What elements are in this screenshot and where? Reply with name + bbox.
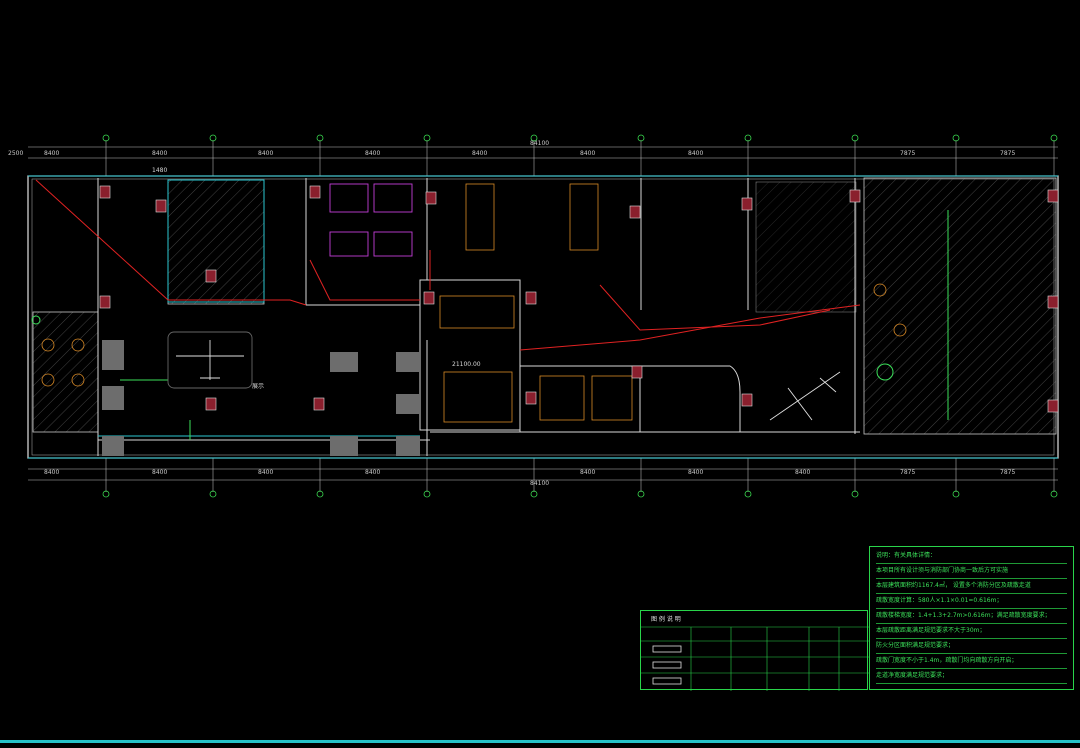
purple-office-furniture <box>329 183 413 257</box>
lobby-label: 展示 <box>252 383 264 390</box>
svg-text:7875: 7875 <box>900 469 915 476</box>
svg-text:8400: 8400 <box>44 150 59 157</box>
svg-text:8400: 8400 <box>580 150 595 157</box>
svg-text:8400: 8400 <box>688 150 703 157</box>
svg-text:8400: 8400 <box>365 150 380 157</box>
hatch-zone-right <box>863 177 1057 435</box>
notes-line: 本层疏散距离满足规范要求不大于30m； <box>876 624 1067 639</box>
legend-table: 图 例 说 明 <box>640 610 869 691</box>
notes-line: 本层建筑面积约1167.4㎡， 设置多个消防分区及疏散走道 <box>876 579 1067 594</box>
svg-text:8400: 8400 <box>688 469 703 476</box>
svg-text:8400: 8400 <box>795 469 810 476</box>
dimension-texts: 2500 8400 8400 8400 8400 8400 8400 8400 … <box>8 140 1015 487</box>
hatch-zone-wc <box>755 181 857 313</box>
svg-text:8400: 8400 <box>580 469 595 476</box>
green-annotations <box>31 210 949 440</box>
notes-line: 防火分区面积满足规范要求； <box>876 639 1067 654</box>
svg-text:8400: 8400 <box>258 469 273 476</box>
airplane-model-left <box>167 331 253 389</box>
svg-text:8400: 8400 <box>152 469 167 476</box>
svg-text:7875: 7875 <box>1000 469 1015 476</box>
top-dimension-lines <box>28 146 1058 481</box>
svg-text:8400: 8400 <box>472 150 487 157</box>
legend-grid <box>641 626 869 691</box>
cyan-structure <box>28 175 1058 459</box>
grid-axis-lines <box>105 140 1055 492</box>
svg-text:7875: 7875 <box>900 150 915 157</box>
seating-blocks <box>102 340 420 456</box>
notes-line: 疏散楼梯宽度：1.4+1.3+2.7m>0.616m；满足疏散宽度要求； <box>876 609 1067 624</box>
design-notes-panel: 说明：有关具体详情： 本项目所有设计须与消防部门协商一致后方可实施 本层建筑面积… <box>869 546 1074 690</box>
notes-heading: 说明：有关具体详情： <box>876 549 1067 564</box>
area-label: 21100.00 <box>452 361 481 368</box>
svg-text:8400: 8400 <box>152 150 167 157</box>
notes-line: 本项目所有设计须与消防部门协商一致后方可实施 <box>876 564 1067 579</box>
svg-text:84100: 84100 <box>530 480 549 487</box>
svg-text:8400: 8400 <box>44 469 59 476</box>
structural-columns <box>99 185 1059 413</box>
hatch-zone-core <box>167 179 265 305</box>
airplane-model-right <box>769 371 841 421</box>
svg-text:84100: 84100 <box>530 140 549 147</box>
hatch-zone-left <box>32 311 99 433</box>
red-evac-lines <box>35 179 861 351</box>
svg-text:8400: 8400 <box>258 150 273 157</box>
notes-line: 疏散门宽度不小于1.4m，疏散门均向疏散方向开启； <box>876 654 1067 669</box>
bottom-status-bar <box>0 740 1080 743</box>
orange-furniture <box>41 183 907 423</box>
svg-text:7875: 7875 <box>1000 150 1015 157</box>
notes-line: 走道净宽度满足规范要求； <box>876 669 1067 684</box>
axis-bubbles <box>102 134 1058 498</box>
legend-title: 图 例 说 明 <box>651 616 681 623</box>
notes-line: 疏散宽度计算：580人×1.1×0.01=0.616m； <box>876 594 1067 609</box>
svg-text:8400: 8400 <box>365 469 380 476</box>
left-label: 1480 <box>152 167 167 174</box>
svg-text:2500: 2500 <box>8 150 23 157</box>
